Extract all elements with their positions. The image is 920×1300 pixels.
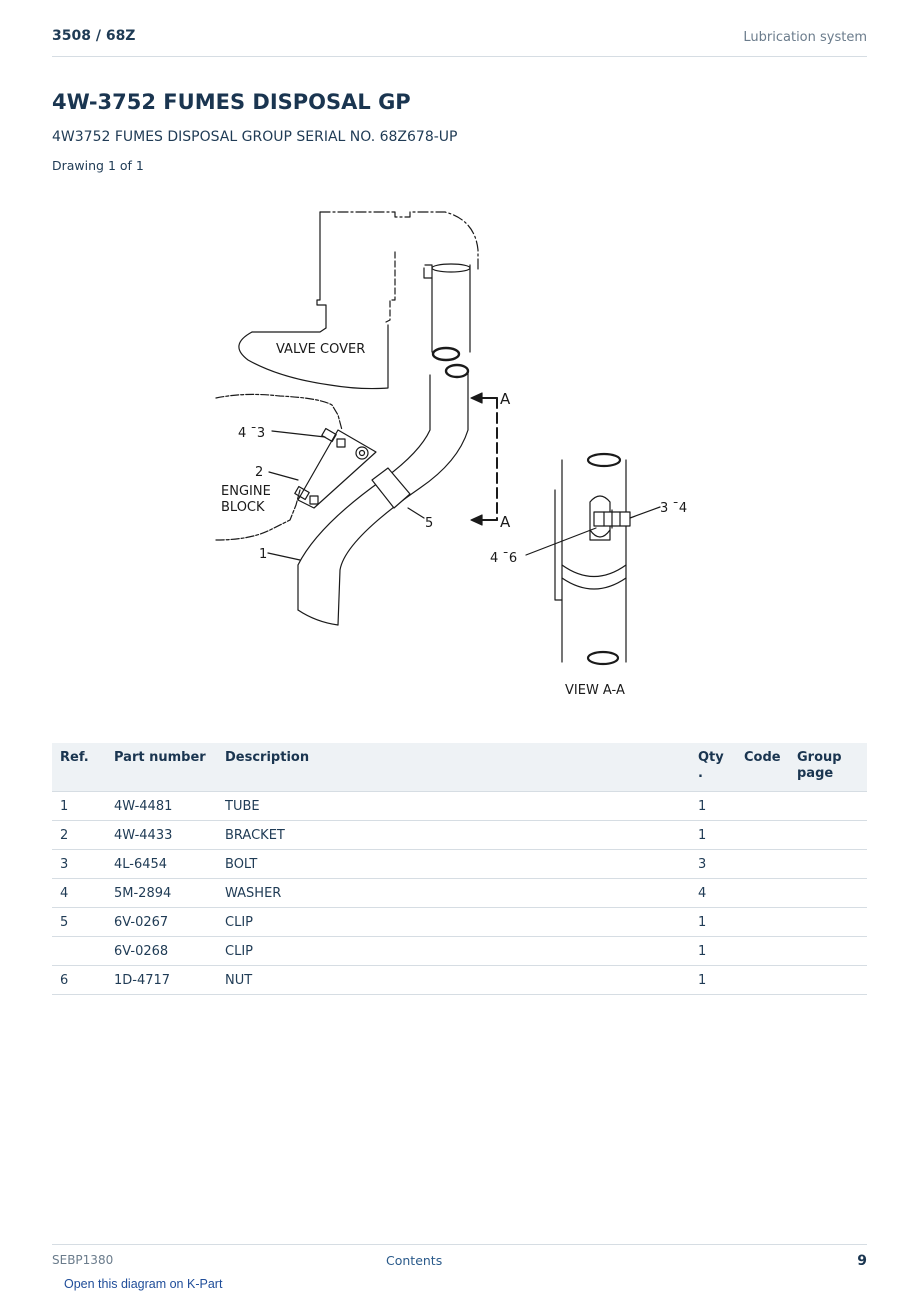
document-id: SEBP1380 <box>52 1253 114 1267</box>
cell-code <box>736 907 789 937</box>
callout-4-6: 4 ¯6 <box>490 551 517 566</box>
view-aa-label: VIEW A-A <box>565 683 625 698</box>
cell-group-page <box>789 936 867 966</box>
contents-link[interactable]: Contents <box>386 1253 443 1268</box>
callout-4-3: 4 ¯3 <box>238 426 265 441</box>
page-number: 9 <box>857 1253 867 1269</box>
col-ref: Ref. <box>52 743 106 792</box>
cell-qty: 3 <box>690 849 736 879</box>
cell-ref: 1 <box>52 791 106 821</box>
cell-code <box>736 849 789 879</box>
section-line-aa <box>470 392 498 526</box>
cell-group-page <box>789 820 867 850</box>
cell-description: TUBE <box>217 791 690 821</box>
cell-code <box>736 820 789 850</box>
cell-part-number: 1D-4717 <box>106 965 217 995</box>
callout-3-4: 3 ¯4 <box>660 501 687 516</box>
cell-description: CLIP <box>217 907 690 937</box>
cell-qty: 1 <box>690 936 736 966</box>
callout-2: 2 <box>255 465 263 480</box>
col-description: Description <box>217 743 690 792</box>
cell-description: CLIP <box>217 936 690 966</box>
parts-table: Ref. Part number Description Qty. Code G… <box>52 743 867 995</box>
cell-part-number: 6V-0268 <box>106 936 217 966</box>
model-serial: 3508 / 68Z <box>52 28 136 44</box>
col-qty-line2: . <box>698 766 703 781</box>
block-label: BLOCK <box>221 500 265 515</box>
clip <box>371 467 411 509</box>
leader-lines <box>267 430 661 561</box>
table-row: 4 5M-2894 WASHER 4 <box>52 878 867 908</box>
footer-divider <box>52 1244 867 1245</box>
col-group-line2: page <box>797 766 834 781</box>
valve-cover-label: VALVE COVER <box>276 342 365 357</box>
cell-description: BRACKET <box>217 820 690 850</box>
parts-diagram: VALVE COVER 4 ¯3 2 ENGINE BLOCK 1 5 A A … <box>215 211 687 698</box>
cell-ref: 6 <box>52 965 106 995</box>
callout-1: 1 <box>259 547 267 562</box>
cell-qty: 1 <box>690 965 736 995</box>
open-in-kpart-link[interactable]: Open this diagram on K-Part <box>64 1277 223 1291</box>
page-title: 4W-3752 FUMES DISPOSAL GP <box>52 90 411 114</box>
page-header: 3508 / 68Z Lubrication system <box>52 28 867 57</box>
cell-ref: 4 <box>52 878 106 908</box>
cell-qty: 1 <box>690 820 736 850</box>
drawing-count: Drawing 1 of 1 <box>52 158 144 173</box>
table-row: 6V-0268 CLIP 1 <box>52 936 867 966</box>
table-row: 2 4W-4433 BRACKET 1 <box>52 820 867 850</box>
table-row: 3 4L-6454 BOLT 3 <box>52 849 867 879</box>
cell-part-number: 5M-2894 <box>106 878 217 908</box>
col-qty: Qty. <box>690 743 736 792</box>
table-row: 1 4W-4481 TUBE 1 <box>52 791 867 821</box>
cell-part-number: 4W-4433 <box>106 820 217 850</box>
col-qty-line1: Qty <box>698 750 724 765</box>
table-row: 5 6V-0267 CLIP 1 <box>52 907 867 937</box>
cell-code <box>736 936 789 966</box>
callout-5: 5 <box>425 516 433 531</box>
table-header-row: Ref. Part number Description Qty. Code G… <box>52 743 867 792</box>
cell-code <box>736 878 789 908</box>
cell-group-page <box>789 878 867 908</box>
col-group-line1: Group <box>797 750 842 765</box>
cell-part-number: 6V-0267 <box>106 907 217 937</box>
cell-qty: 4 <box>690 878 736 908</box>
cell-group-page <box>789 791 867 821</box>
cell-description: BOLT <box>217 849 690 879</box>
cell-ref: 5 <box>52 907 106 937</box>
cell-description: NUT <box>217 965 690 995</box>
cell-qty: 1 <box>690 791 736 821</box>
cell-part-number: 4W-4481 <box>106 791 217 821</box>
cell-description: WASHER <box>217 878 690 908</box>
cell-group-page <box>789 907 867 937</box>
group-subtitle: 4W3752 FUMES DISPOSAL GROUP SERIAL NO. 6… <box>52 129 458 145</box>
cell-ref: 3 <box>52 849 106 879</box>
cell-group-page <box>789 965 867 995</box>
table-row: 6 1D-4717 NUT 1 <box>52 965 867 995</box>
col-part-number: Part number <box>106 743 217 792</box>
cell-part-number: 4L-6454 <box>106 849 217 879</box>
valve-cover-outline <box>238 211 479 390</box>
cell-ref: 2 <box>52 820 106 850</box>
section-a-bottom: A <box>500 513 511 531</box>
cell-code <box>736 965 789 995</box>
engine-label: ENGINE <box>221 484 271 499</box>
col-code: Code <box>736 743 789 792</box>
cell-qty: 1 <box>690 907 736 937</box>
cell-ref <box>52 936 106 966</box>
section-a-top: A <box>500 390 511 408</box>
engine-block-outline <box>215 393 343 541</box>
section-name: Lubrication system <box>743 30 867 45</box>
view-aa-detail <box>554 452 631 666</box>
cell-code <box>736 791 789 821</box>
upper-tube <box>423 263 471 362</box>
cell-group-page <box>789 849 867 879</box>
bracket-assembly <box>294 427 377 509</box>
